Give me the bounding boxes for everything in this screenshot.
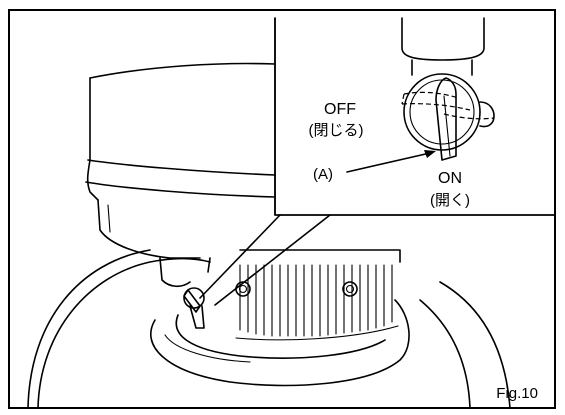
lever-on-position xyxy=(435,77,457,161)
label-off-jp: (閉じる) xyxy=(309,122,364,139)
valve-detail-inset: OFF (閉じる) (A) ON (開く) xyxy=(199,17,556,306)
label-on: ON xyxy=(438,170,462,187)
label-off: OFF xyxy=(324,101,356,118)
machine-illustration xyxy=(27,62,511,409)
figure-border xyxy=(8,9,556,409)
figure-number: Fig.10 xyxy=(496,385,538,402)
label-on-jp: (開く) xyxy=(430,192,470,209)
bolt-right xyxy=(342,281,358,297)
fuel-valve-small xyxy=(183,287,205,329)
cooling-fins xyxy=(235,264,399,341)
lever-off-position xyxy=(403,91,459,99)
valve-body xyxy=(403,73,481,151)
label-pointer-a: (A) xyxy=(313,166,333,183)
